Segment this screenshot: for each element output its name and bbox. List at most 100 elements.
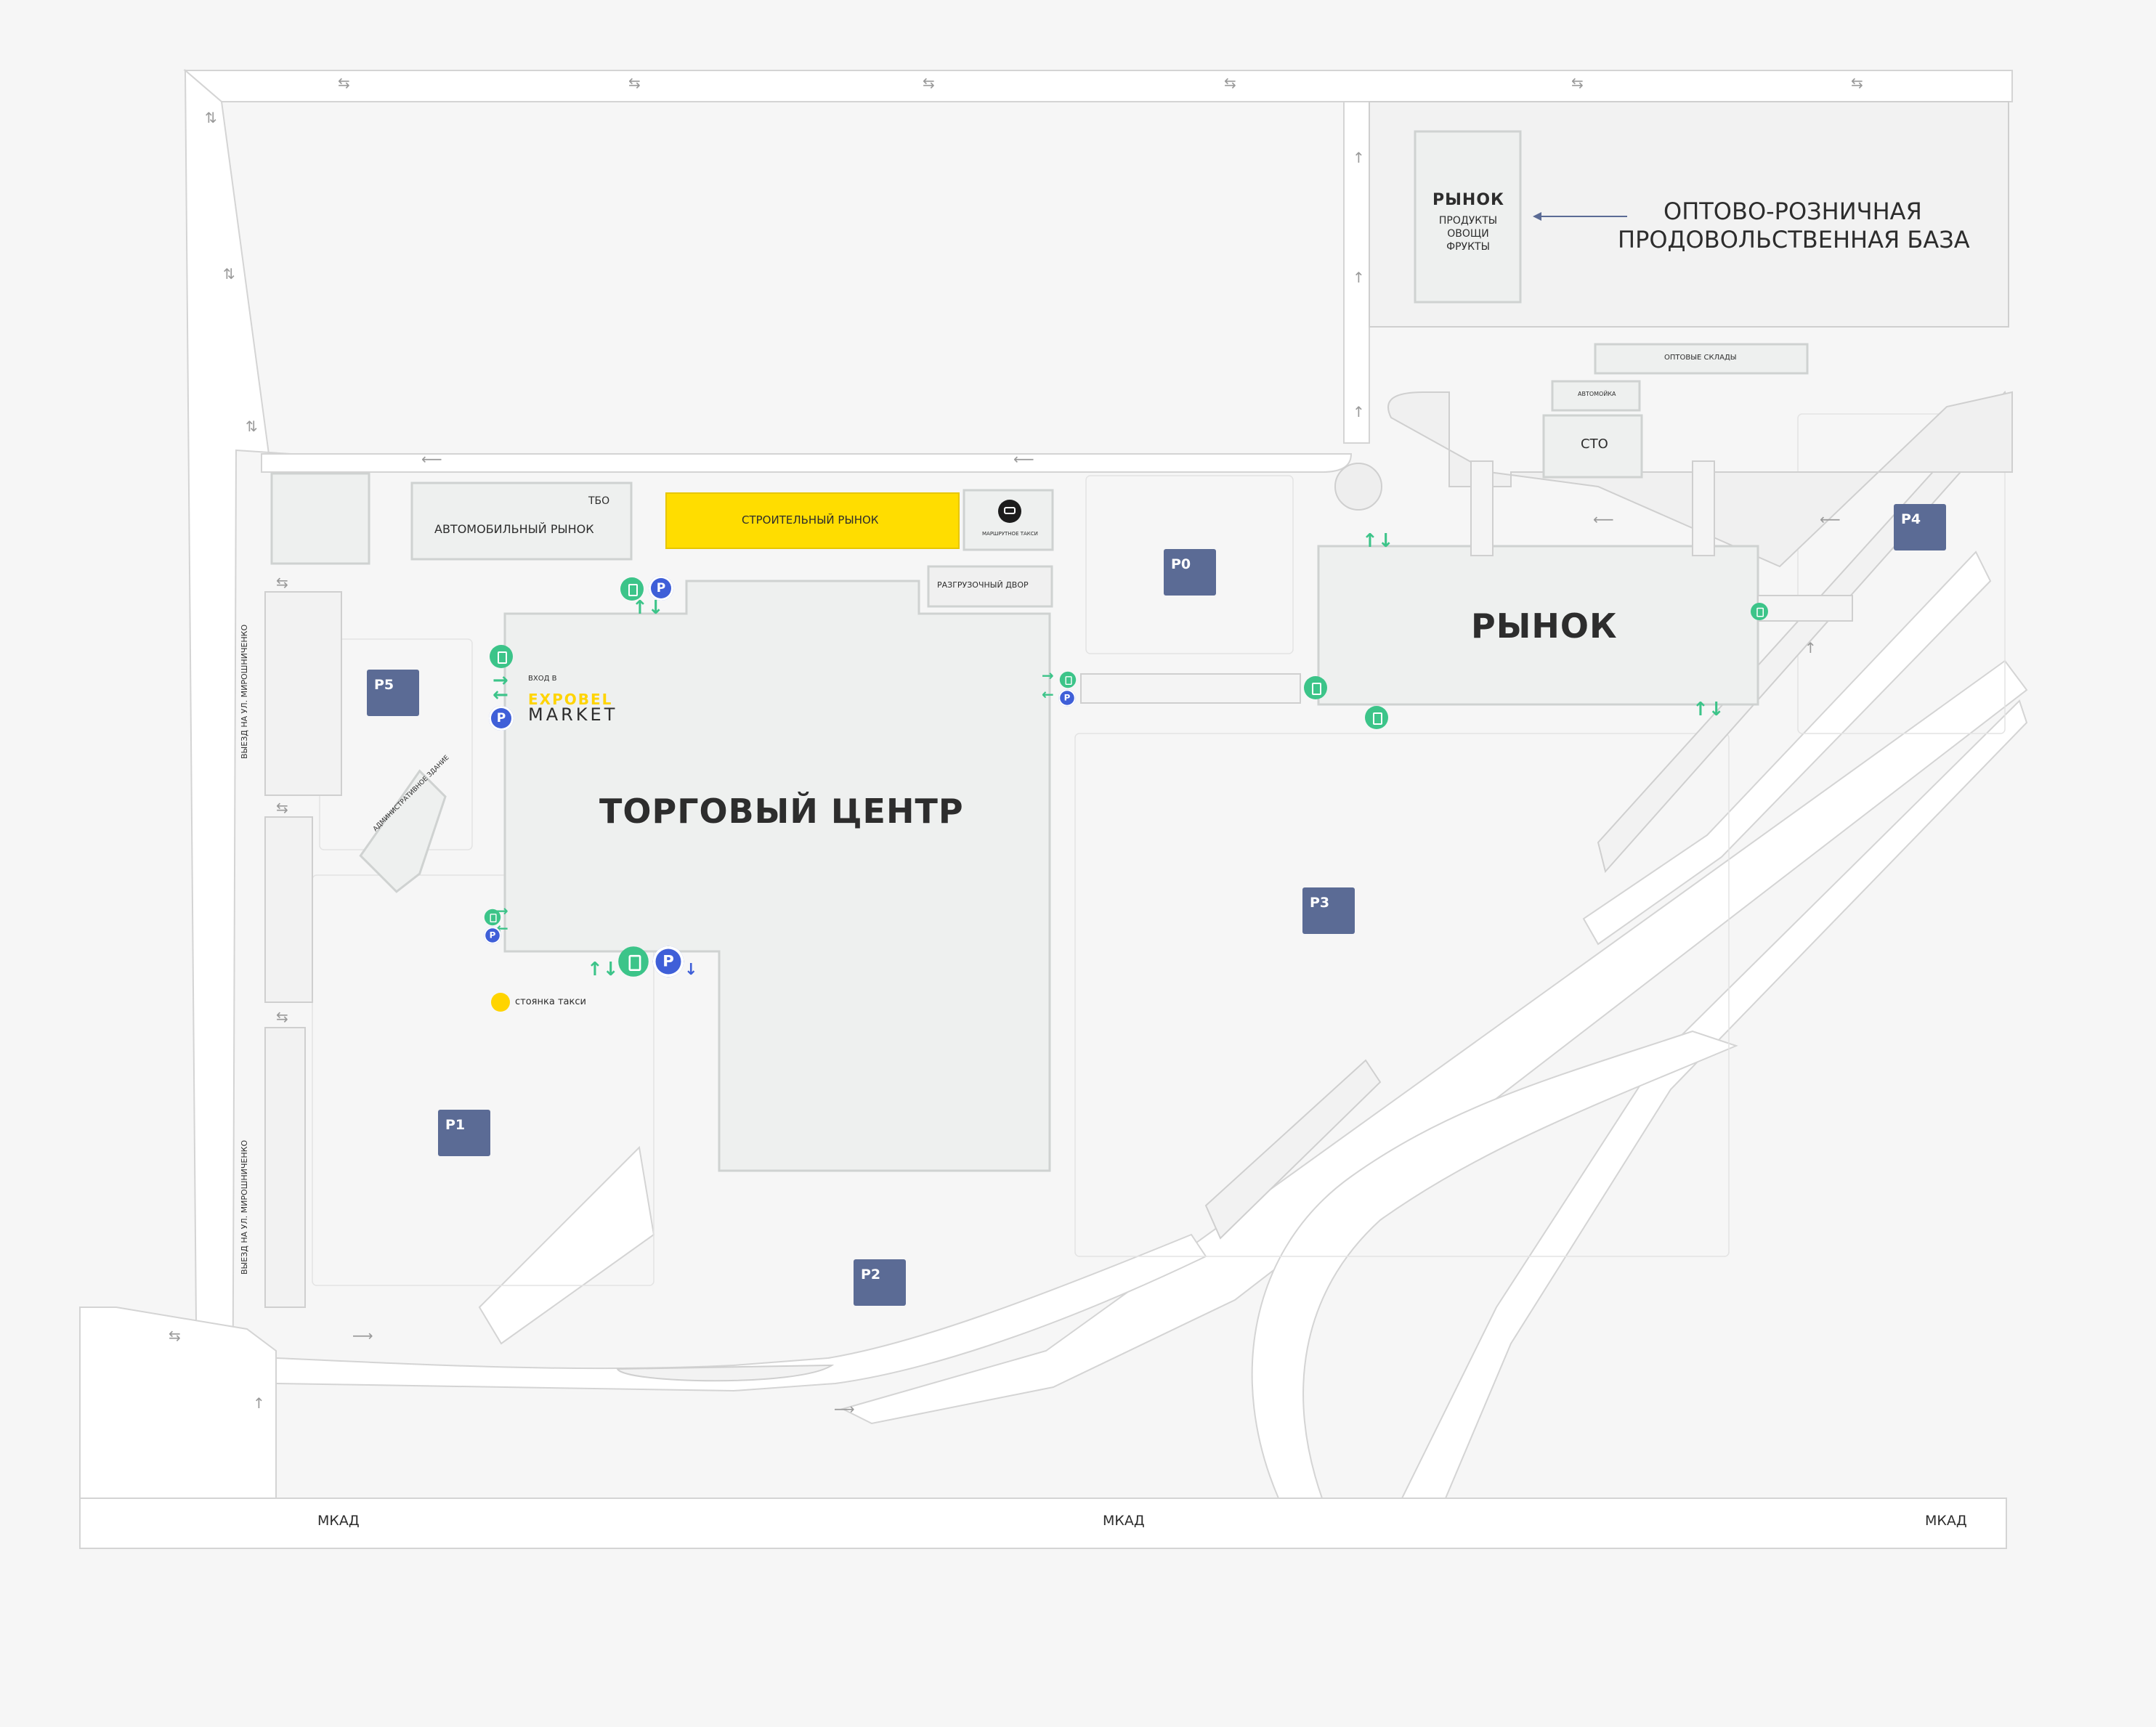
arrow-icon: ↑↓ [632,597,664,619]
arrow-icon: ⇆ [276,1008,288,1025]
expobel-logo: EXPOBEL [528,691,613,708]
arrow-icon: ⇆ [923,74,935,92]
car-market-building [410,481,633,561]
entrance-icon [1304,676,1327,699]
parking-p4: P4 [1894,504,1946,550]
roundabout [1334,463,1382,511]
construction-market-label: СТРОИТЕЛЬНЫЙ РЫНОК [742,513,879,527]
arrow-icon: ⟶ [834,1400,855,1418]
sto-building [1542,414,1643,479]
car-market-label: АВТОМОБИЛЬНЫЙ РЫНОК [434,522,594,536]
top-left-square [270,472,370,565]
arrow-icon: ⟵ [1593,511,1614,528]
parking-p0: P0 [1164,549,1216,596]
arrow-icon: ↑ [1353,403,1365,420]
inner-road-bottom [275,1233,1207,1392]
arrow-icon: → [493,670,508,691]
entrance-icon [1365,706,1388,729]
market-logo: MARKET [528,704,618,725]
base-title-line1: ОПТОВО-РОЗНИЧНАЯ [1663,198,1922,225]
arrow-icon: ⟵ [421,450,442,468]
parking-p1: P1 [438,1110,490,1156]
arrow-icon: ⇆ [276,799,288,816]
ramp-road-1 [840,659,2028,1425]
top-market-building [1414,130,1522,304]
market-building [1317,545,1759,706]
arrow-icon: ⇆ [1851,74,1863,92]
arrow-icon: ⇅ [246,418,258,435]
arrow-icon: ↑ [1804,639,1817,657]
entrance-icon [484,909,501,926]
goods-fruits: ФРУКТЫ [1446,241,1490,253]
entrance-icon [618,946,649,977]
base-arrow-icon [1533,212,1627,221]
arrow-icon: ⇆ [1571,74,1584,92]
arrow-icon: ↑ [253,1394,265,1412]
entrance-icon [1059,671,1077,688]
taxi-icon [491,993,510,1012]
arrow-icon: ↑↓ [1362,530,1394,552]
parking-icon: P [489,706,514,731]
goods-vegetables: ОВОЩИ [1447,228,1489,240]
goods-products: ПРОДУКТЫ [1438,215,1498,227]
shuttle-taxi-label: МАРШРУТНОЕ ТАКСИ [982,531,1038,537]
arrow-icon: ⟶ [352,1327,373,1344]
arrow-icon: ⇆ [338,74,350,92]
entrance-to-label: ВХОД В [528,675,557,683]
inner-road-diag [478,1145,655,1345]
shopping-center-label: ТОРГОВЫЙ ЦЕНТР [599,792,964,831]
arrow-icon: → [496,902,508,919]
ramp-road-3 [1582,550,1992,946]
construction-market-building [665,492,960,549]
admin-building [359,769,447,893]
arrow-icon: ⇆ [169,1327,181,1344]
market-label: РЫНОК [1471,606,1618,646]
arrow-icon: ⟵ [1820,511,1841,528]
entrance-icon [1751,603,1768,620]
arrow-icon: ⇅ [205,109,217,126]
parking-icon: P [1058,689,1076,707]
mkad-label-right: МКАД [1925,1513,1967,1529]
arrow-icon: ⇆ [1224,74,1236,92]
shopping-center-building [503,580,1051,1172]
arrow-icon: ← [1042,686,1054,703]
arrow-icon: ↑ [1353,149,1365,166]
parking-p5: P5 [367,670,419,716]
entrance-icon [490,645,513,668]
ramp-road-2 [1401,699,2028,1499]
arrow-icon: ← [493,684,508,706]
arrow-icon: ↓ [684,961,698,979]
top-market-goods: ПРОДУКТЫ ОВОЩИ ФРУКТЫ [1435,214,1501,253]
parking-icon: P [484,927,501,944]
parking-p3: P3 [1302,887,1355,934]
arrow-icon: → [1042,667,1054,684]
arrow-icon: ⇆ [628,74,641,92]
warehouses-label: ОПТОВЫЕ СКЛАДЫ [1664,354,1737,362]
arrow-icon: ↑ [1353,269,1365,286]
passages [1080,460,1853,704]
arrow-icon: ↑↓ [1693,699,1725,720]
unloading-yard-label: РАЗГРУЗОЧНЫЙ ДВОР [937,580,1029,590]
mkad-label-left: МКАД [317,1513,360,1529]
parking-icon: P [652,946,684,978]
arrow-icon: ↑↓ [587,959,619,980]
top-road [183,70,2013,102]
arrow-icon: ⟵ [1013,450,1034,468]
left-exit-road [79,1307,277,1499]
exit-label-upper: ВЫЕЗД НА УЛ. МИРОШНИЧЕНКО [240,624,249,759]
mkad-road [79,1498,2007,1549]
unloading-yard [927,565,1053,608]
inner-road-top [261,453,1353,473]
base-title-line2: ПРОДОВОЛЬСТВЕННАЯ БАЗА [1618,226,1970,253]
warehouses [1594,343,1809,375]
loop-road [1251,1030,1738,1499]
parking-p2: P2 [854,1259,906,1306]
mkad-label-center: МКАД [1103,1513,1145,1529]
car-wash [1551,380,1641,412]
tbo-label: ТБО [588,495,610,507]
arrow-icon: ⇅ [223,265,235,283]
buildings [270,130,1809,1172]
middle-connector [1343,101,1370,444]
